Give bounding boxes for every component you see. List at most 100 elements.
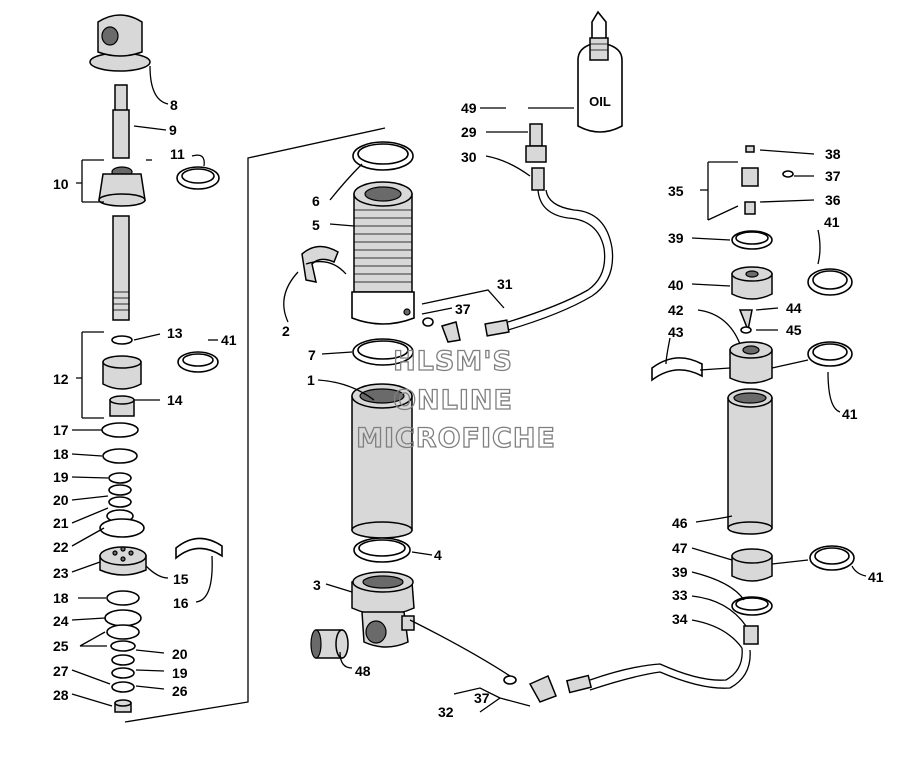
callout-3: 3: [313, 577, 321, 593]
callout-37-lower: 37: [474, 690, 490, 706]
callout-10: 10: [53, 176, 69, 192]
spring-collar-5: [351, 181, 415, 325]
o-ring-4: [353, 537, 411, 563]
callout-29: 29: [461, 124, 477, 140]
o-ring-41-right-lower: [809, 545, 855, 571]
callout-30: 30: [461, 149, 477, 165]
callout-2: 2: [282, 323, 290, 339]
valve-35: [741, 145, 794, 215]
callout-27: 27: [53, 663, 69, 679]
callout-9: 9: [169, 122, 177, 138]
callout-5: 5: [312, 217, 320, 233]
nut-28: [114, 699, 132, 713]
callout-39-top: 39: [668, 230, 684, 246]
callout-11: 11: [170, 146, 185, 162]
callout-16: 16: [173, 595, 189, 611]
callout-43: 43: [668, 324, 684, 340]
callout-37-center: 37: [455, 301, 471, 317]
callout-13: 13: [167, 325, 183, 341]
callout-38: 38: [825, 146, 841, 162]
shim-stack-upper: [99, 422, 145, 538]
callout-45: 45: [786, 322, 802, 338]
end-cap-40: [731, 266, 773, 300]
o-ring-41-left: [177, 351, 219, 373]
callout-41-right-mid: 41: [842, 406, 858, 422]
bushing-48: [310, 629, 349, 659]
callout-46: 46: [672, 515, 688, 531]
piston-42: [729, 341, 773, 384]
callout-22: 22: [53, 539, 69, 555]
assembly-link-line: [124, 127, 386, 723]
callout-21: 21: [53, 515, 69, 531]
callout-36: 36: [825, 192, 841, 208]
callout-40: 40: [668, 277, 684, 293]
o-ring-6: [352, 141, 414, 171]
callout-23: 23: [53, 565, 69, 581]
hose-31: [422, 189, 614, 343]
o-ring-7: [352, 338, 414, 366]
reservoir-46: [727, 388, 773, 535]
callout-20-bottom: 20: [172, 646, 188, 662]
callout-12: 12: [53, 371, 69, 387]
callout-41-right-top: 41: [824, 214, 840, 230]
body-tube-1: [351, 383, 413, 539]
callout-7: 7: [308, 347, 316, 363]
callout-14: 14: [167, 392, 183, 408]
piston-rod-upper: [112, 84, 130, 159]
screw-44-washer-45: [738, 309, 753, 334]
o-ring-41-right-upper: [807, 268, 853, 296]
callout-33: 33: [672, 587, 688, 603]
fitting-29-30: [525, 123, 547, 191]
oil-bottle-49: [577, 10, 623, 133]
bushing-14: [109, 395, 135, 417]
callout-47: 47: [672, 540, 688, 556]
callout-49: 49: [461, 100, 477, 116]
callout-labels: 8 9 10 11 12 13 41 14 17 18 19 20 21 22 …: [53, 97, 884, 720]
callout-39-bottom: 39: [672, 564, 688, 580]
callout-19-top: 19: [53, 469, 69, 485]
callout-41-left: 41: [221, 332, 237, 348]
o-ring-39-upper: [731, 230, 773, 250]
callout-44: 44: [786, 300, 802, 316]
callout-24: 24: [53, 613, 69, 629]
callout-28: 28: [53, 687, 69, 703]
callout-25: 25: [53, 638, 69, 654]
piston-ring-15: [175, 537, 223, 560]
clip-2: [301, 245, 339, 283]
callout-26: 26: [172, 683, 188, 699]
hose-32: [409, 619, 751, 703]
callout-4: 4: [434, 547, 442, 563]
piston-rod-lower: [112, 215, 130, 321]
o-ring-39-lower: [731, 596, 773, 616]
callout-15: 15: [173, 571, 189, 587]
fitting-33-34: [743, 625, 759, 645]
rod-guide-assembly: [98, 166, 146, 207]
callout-48: 48: [355, 663, 371, 679]
callout-20-top: 20: [53, 492, 69, 508]
watermark-line-1: HLSM'S: [393, 346, 513, 377]
callout-18-top: 18: [53, 446, 69, 462]
watermark-line-2: ONLINE: [393, 385, 513, 416]
watermark-line-3: MICROFICHE: [356, 423, 556, 454]
callout-32: 32: [438, 704, 454, 720]
lower-mount-3: [351, 571, 415, 648]
end-cap-47: [731, 548, 773, 582]
o-ring-11: [176, 166, 220, 190]
shim-stack-lower: [104, 590, 142, 693]
ring-43: [651, 357, 703, 382]
o-ring-41-right-mid: [807, 341, 853, 367]
callout-17: 17: [53, 422, 69, 438]
callout-18-bottom: 18: [53, 590, 69, 606]
washer-13: [111, 335, 133, 345]
bumper-12: [102, 355, 142, 390]
callout-41-right-bottom: 41: [868, 569, 884, 585]
callout-19-bottom: 19: [172, 665, 188, 681]
oil-bottle-label: OIL: [589, 94, 611, 109]
leader-lines: [71, 65, 867, 713]
callout-34: 34: [672, 611, 688, 627]
callout-1: 1: [307, 372, 315, 388]
callout-42: 42: [668, 302, 684, 318]
callout-35: 35: [668, 183, 684, 199]
